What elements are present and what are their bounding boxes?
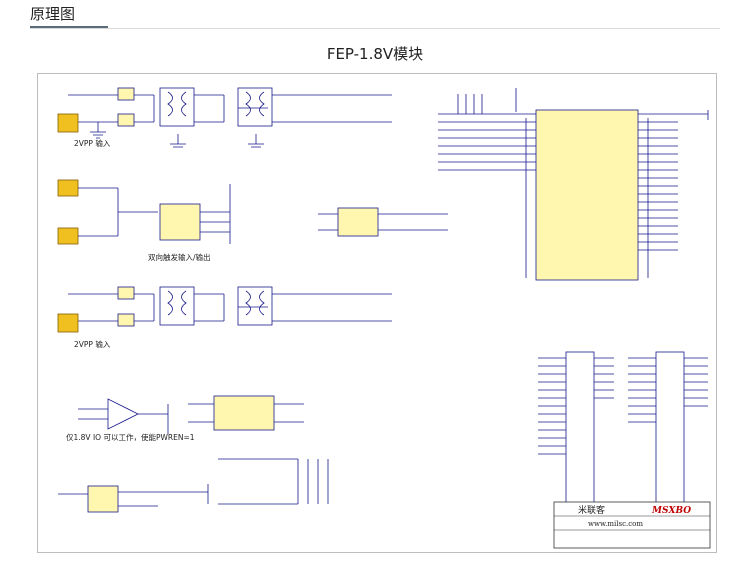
schematic-sheet: 2VPP 输入 双向触发输入/输出 2VPP 输入 仅1.8V IO 可以工作，… xyxy=(37,73,717,553)
note-label: 仅1.8V IO 可以工作，使能PWREN=1 xyxy=(66,432,195,442)
title-block: 米联客 MSXBO www.milsc.com xyxy=(553,501,711,549)
section-divider xyxy=(30,28,720,29)
title-block-company: 米联客 xyxy=(578,504,605,516)
input-label-bottom: 2VPP 输入 xyxy=(74,339,111,349)
schematic-diagram: 2VPP 输入 双向触发输入/输出 2VPP 输入 仅1.8V IO 可以工作，… xyxy=(57,87,711,549)
amplifier-section xyxy=(58,395,329,513)
title-block-website: www.milsc.com xyxy=(588,520,643,528)
trigger-label: 双向触发输入/输出 xyxy=(148,252,211,262)
input-section-top xyxy=(57,87,392,148)
section-tab-underline xyxy=(30,26,108,28)
page-title: FEP-1.8V模块 xyxy=(326,45,424,63)
input-section-bottom xyxy=(57,286,392,333)
main-ic xyxy=(438,88,709,281)
fmc-connector xyxy=(538,351,708,525)
title-block-brand: MSXBO xyxy=(651,506,691,516)
section-tab-label[interactable]: 原理图 xyxy=(30,5,76,23)
trigger-section xyxy=(57,179,231,245)
input-label-top: 2VPP 输入 xyxy=(74,138,111,148)
oscillator-block xyxy=(318,207,448,237)
